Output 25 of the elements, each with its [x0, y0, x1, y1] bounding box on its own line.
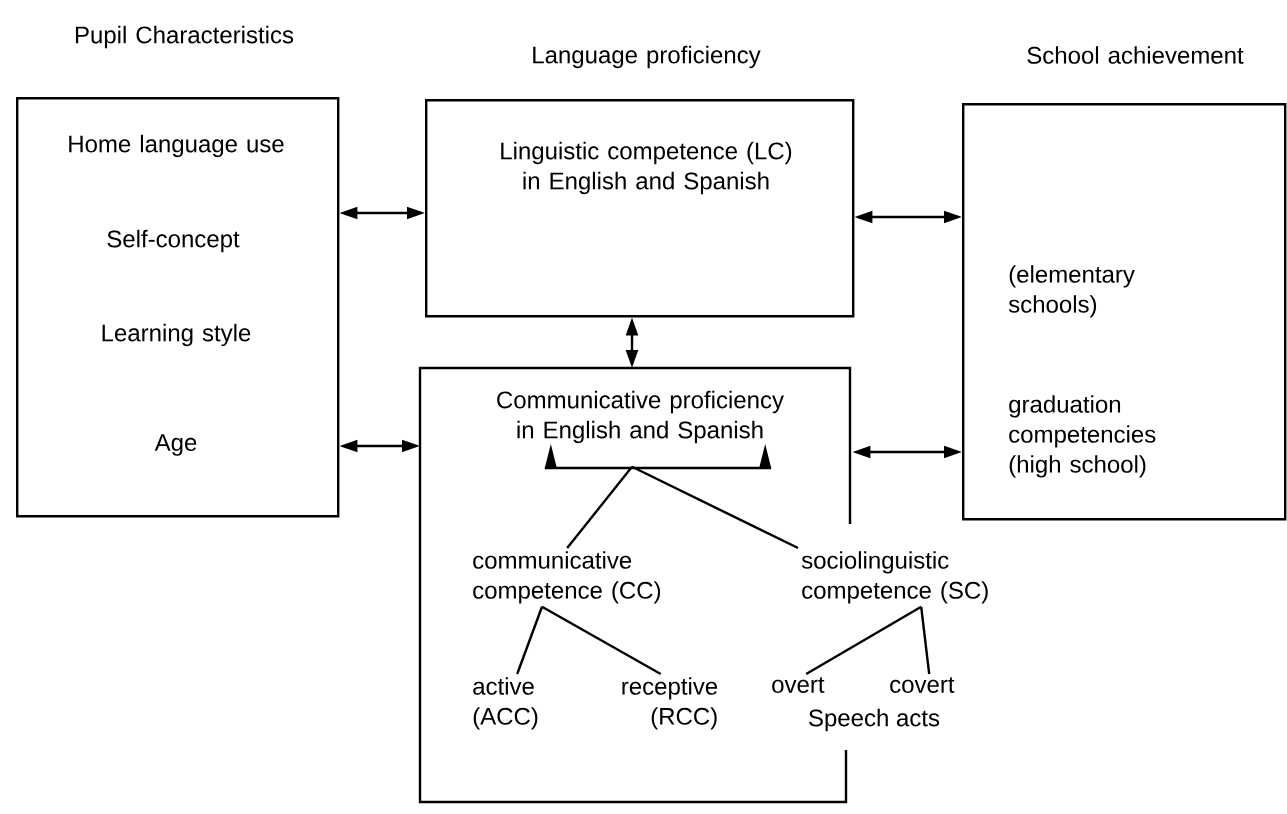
- bracket: [544, 444, 772, 470]
- group-label: Speech acts: [809, 708, 940, 732]
- tree-term: receptive (RCC): [622, 677, 718, 730]
- tree-term: active (ACC): [473, 677, 538, 730]
- tree-line: [566, 466, 633, 549]
- list-item: Self-concept: [107, 229, 240, 253]
- tree-term: overt: [772, 677, 825, 693]
- column-heading: Pupil Characteristics: [75, 25, 294, 49]
- list-item: Learning style: [102, 323, 251, 347]
- column-heading: School achievement: [1027, 46, 1244, 64]
- tree-line: [541, 605, 662, 676]
- tree-line: [631, 465, 799, 550]
- tree-line: [805, 605, 922, 676]
- list-item: graduation competencies (high school): [1009, 395, 1156, 478]
- tree-term: sociolinguistic competence (SC): [801, 551, 988, 604]
- box-heading: Communicative proficiency in English and Spanish: [497, 390, 784, 444]
- box-heading: Linguistic competence (LC) in English and Spanish: [501, 141, 792, 195]
- list-item: (elementary schools): [1008, 265, 1135, 318]
- tree-line: [516, 606, 544, 675]
- tree-line: [920, 606, 931, 675]
- tree-term: communicative competence (CC): [473, 551, 661, 604]
- tree-term: covert: [890, 677, 955, 693]
- list-item: Home language use: [69, 134, 284, 158]
- column-heading: Language proficiency: [533, 45, 761, 69]
- list-item: Age: [154, 434, 197, 456]
